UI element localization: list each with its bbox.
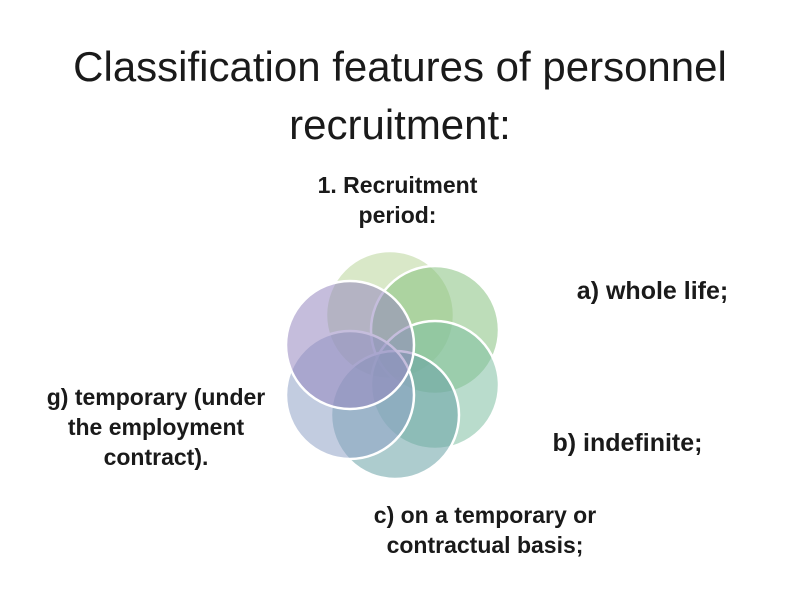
diagram-heading-line-1: 1. Recruitment <box>317 172 478 198</box>
slide-title-line-1: Classification features of personnel <box>73 43 727 90</box>
item-indefinite: b) indefinite; <box>520 428 735 458</box>
item-temporary-employment-line-2: the employment <box>67 414 245 440</box>
item-temporary-contractual-line-2: contractual basis; <box>386 532 584 558</box>
diagram-heading-line-2: period: <box>358 202 437 228</box>
slide-title: Classification features of personnel rec… <box>0 38 800 154</box>
item-temporary-employment-line-1: g) temporary (under <box>46 384 266 410</box>
item-whole-life-text: a) whole life; <box>576 277 729 305</box>
item-indefinite-text: b) indefinite; <box>552 429 703 457</box>
item-whole-life: a) whole life; <box>545 276 760 306</box>
slide-title-line-2: recruitment: <box>289 101 511 148</box>
diagram-heading: 1. Recruitment period: <box>290 170 505 230</box>
item-temporary-employment: g) temporary (under the employment contr… <box>25 382 287 472</box>
circle-upper-left <box>284 279 416 411</box>
item-temporary-contractual: c) on a temporary or contractual basis; <box>340 500 630 560</box>
item-temporary-contractual-line-1: c) on a temporary or <box>373 502 597 528</box>
item-temporary-employment-line-3: contract). <box>103 444 209 470</box>
